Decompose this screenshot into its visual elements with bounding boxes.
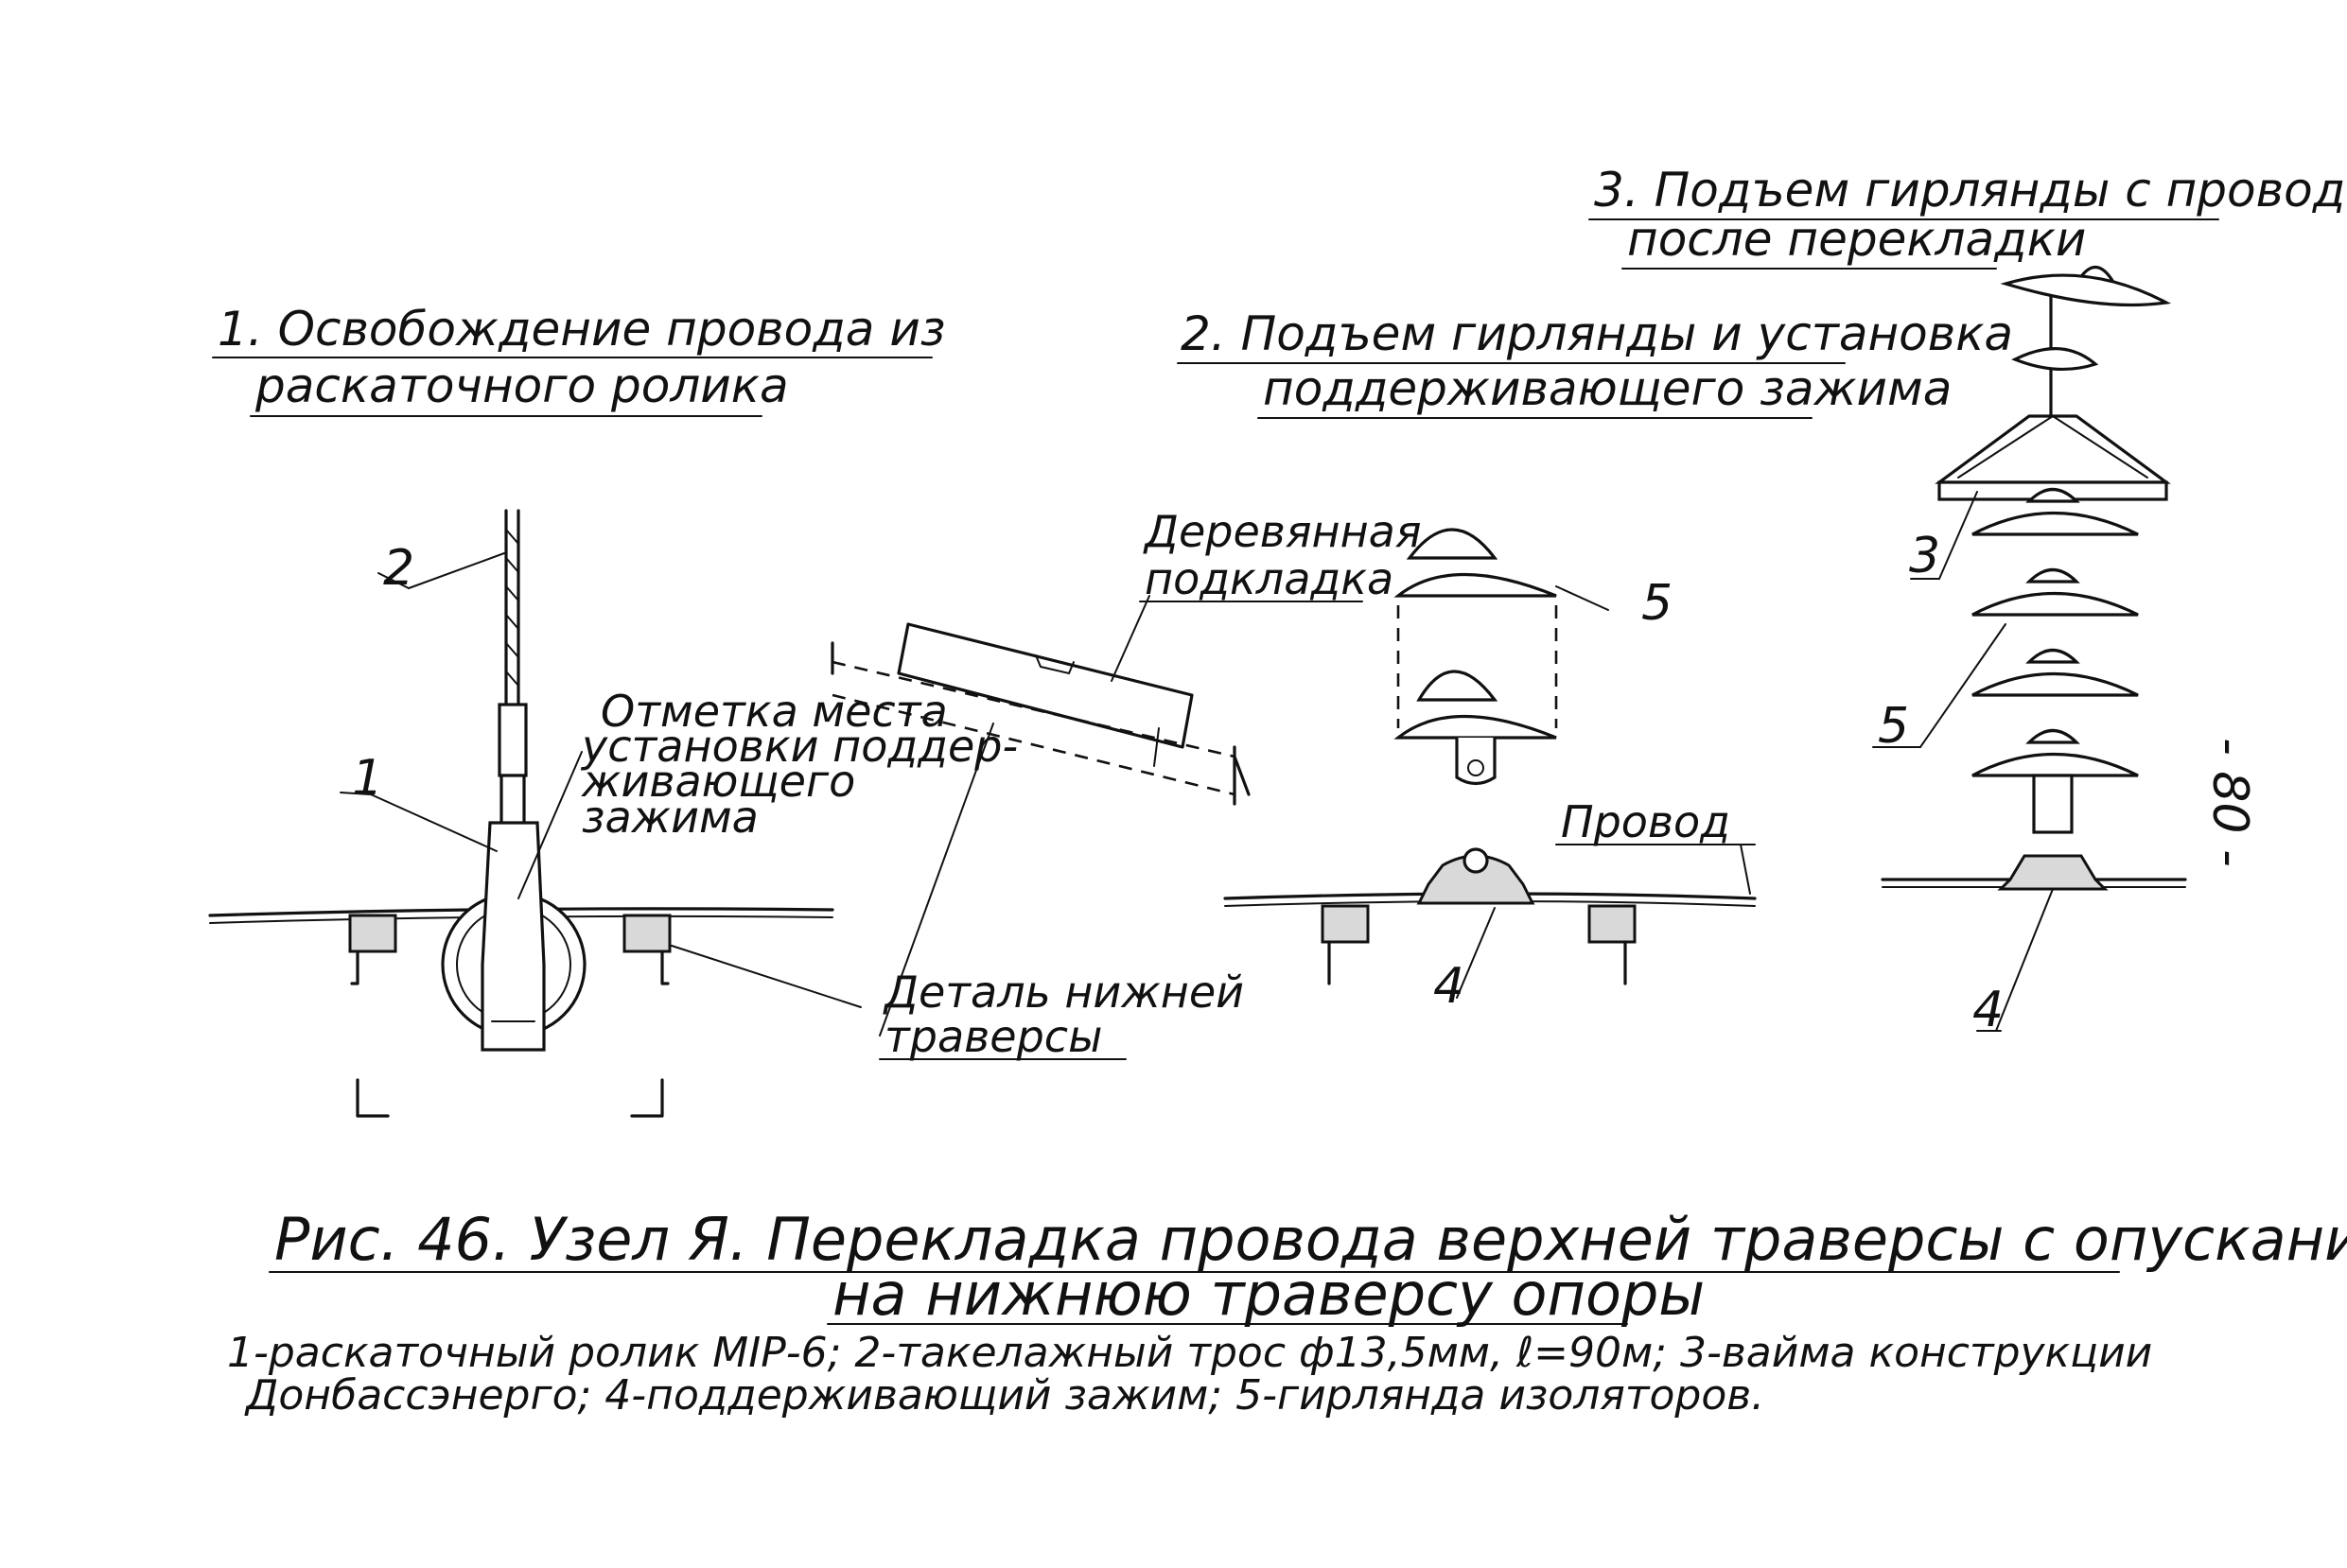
mark-note-line4: зажима [582, 792, 759, 843]
label-3: 3 [1909, 528, 1940, 584]
caption-line2: на нижнюю траверсу опоры [832, 1260, 1705, 1329]
mark-note-line1: Отметка места [601, 686, 948, 737]
legend: 1-раскаточный ролик МIР-6; 2-такелажный … [227, 1329, 2152, 1420]
wire-label: Провод [1561, 796, 1730, 847]
section-2-header: 2. Подъем гирлянды и установка поддержив… [1177, 306, 2013, 419]
label-2: 2 [383, 540, 414, 597]
angle-right [630, 1078, 664, 1118]
label-5b: 5 [1878, 698, 1909, 755]
traverse-block-left-1 [348, 914, 397, 953]
section-3-title-line1: 3. Подъем гирлянды с проводом [1594, 163, 2347, 218]
detail-label-line1: Деталь нижней [883, 967, 1244, 1018]
section-3-header: 3. Подъем гирлянды с проводом после пере… [1588, 163, 2347, 270]
section-1-header: 1. Освобождение провода из раскаточного … [212, 302, 945, 417]
figure-caption: Рис. 46. Узел Я. Перекладка провода верх… [269, 1205, 2347, 1329]
mark-note-line2: установки поддер- [580, 721, 1018, 772]
pulling-roller [441, 821, 587, 1052]
wood-label-line2: подкладка [1145, 553, 1393, 604]
wood-label-line1: Деревянная [1143, 506, 1422, 557]
wooden-pad-detail: Деревянная подкладка Деталь нижней траве… [671, 506, 1422, 1062]
page-number: - 80 - [2201, 738, 2258, 867]
caption-line1: Рис. 46. Узел Я. Перекладка провода верх… [274, 1205, 2347, 1274]
mark-note-line3: живающего [581, 756, 855, 807]
detail-label-line2: траверсы [885, 1011, 1102, 1062]
label-4b: 4 [1972, 982, 2004, 1038]
wooden-pad [897, 622, 1194, 749]
traverse-block-right-2 [1587, 904, 1637, 944]
section-1-title-line1: 1. Освобождение провода из [218, 302, 945, 357]
label-4a: 4 [1433, 958, 1464, 1015]
section-3-title-line2: после перекладки [1627, 212, 2086, 267]
section-2-title-line1: 2. Подъем гирлянды и установка [1181, 306, 2013, 361]
yoke [1935, 414, 2171, 484]
section-2-drawing: 5 4 Провод [1223, 528, 1757, 1015]
label-1: 1 [352, 750, 383, 807]
section-1-title-line2: раскаточного ролика [254, 358, 789, 413]
legend-line2: Донбассэнерго; 4-поддерживающий зажим; 5… [244, 1371, 1764, 1420]
section-1-drawing: 2 1 Отметка места установки поддер- жива… [208, 509, 1018, 1118]
support-clamp-3 [1997, 854, 2109, 891]
label-5a: 5 [1641, 575, 1673, 632]
insulator-string [1935, 266, 2172, 834]
section-2-title-line2: поддерживающего зажима [1263, 361, 1952, 416]
traverse-block-right-1 [622, 914, 672, 953]
traverse-block-left-2 [1321, 904, 1370, 944]
angle-left [356, 1078, 390, 1118]
legend-line1: 1-раскаточный ролик МIР-6; 2-такелажный … [227, 1329, 2152, 1377]
rigging-cable [498, 509, 528, 834]
section-3-drawing: 3 5 4 [1872, 266, 2187, 1038]
